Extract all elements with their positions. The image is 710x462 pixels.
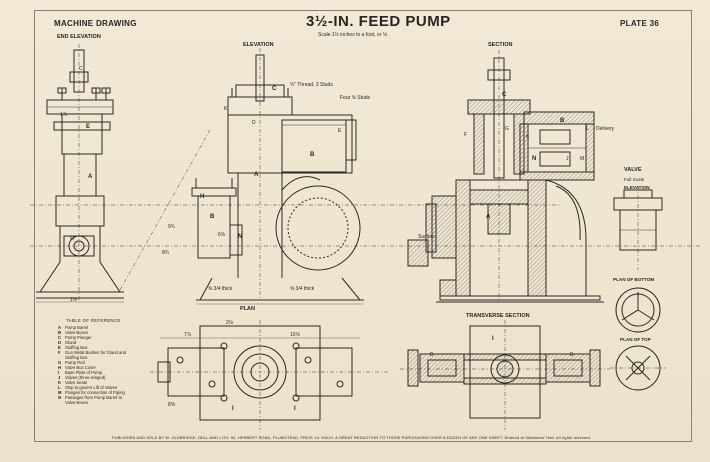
svg-text:F: F [464,132,467,138]
svg-text:B: B [560,118,565,124]
svg-text:8¾: 8¾ [162,250,170,256]
svg-text:B: B [570,352,574,358]
end-elevation-view: E A 1⅞ M 1⅛ C [30,44,700,303]
transverse-section-view: I B B [400,320,610,430]
svg-text:D: D [252,120,256,126]
svg-text:K: K [526,134,530,140]
svg-text:10⅞: 10⅞ [290,332,301,338]
svg-text:B: B [310,152,315,158]
plan-of-top-title: PLAN OF TOP [620,337,651,342]
svg-text:8⅝: 8⅝ [168,402,176,408]
svg-text:I: I [232,406,234,412]
svg-text:9¾: 9¾ [168,224,176,230]
svg-text:Suction: Suction [418,234,435,240]
valve-elevation-title: ELEVATION [624,185,650,190]
svg-text:I: I [294,406,296,412]
svg-text:C: C [272,86,277,92]
svg-text:⅝ 3/4 thick: ⅝ 3/4 thick [290,286,315,292]
plan-of-bottom-title: PLAN OF BOTTOM [613,277,655,282]
svg-text:B: B [210,214,215,220]
svg-text:Delivery: Delivery [596,126,615,132]
svg-text:Four ⅝ Studs: Four ⅝ Studs [340,95,371,101]
legend-item: Stuffing Box [65,355,88,360]
svg-text:1⅞: 1⅞ [60,112,68,118]
svg-text:⅜ 3/4 thick: ⅜ 3/4 thick [208,286,233,292]
svg-text:¾" Thread, 3 Studs: ¾" Thread, 3 Studs [290,82,333,88]
valve-detail [610,186,666,391]
svg-text:7⅞: 7⅞ [184,332,192,338]
elevation-view: C A B B H N D K E ¾" Thread, 3 Studs Fou… [162,48,371,305]
svg-text:N: N [238,234,242,240]
svg-text:A: A [88,174,93,180]
plate-number: PLATE 36 [620,19,660,28]
section-view: C A B N K J L F G M Suction Delivery [407,50,615,303]
drawing-border [34,10,692,442]
svg-text:2⅛: 2⅛ [226,320,234,326]
plan-title: PLAN [240,306,255,312]
svg-text:B: B [430,352,434,358]
scale-note: Scale 1½ inches to a foot, or ⅛ [318,32,387,38]
svg-text:A: A [486,214,491,220]
svg-text:1⅛: 1⅛ [70,297,78,303]
svg-text:I: I [492,336,494,342]
elevation-title: ELEVATION [243,42,274,48]
svg-text:6⅝: 6⅝ [218,232,226,238]
valve-title: VALVE [624,167,642,173]
svg-text:J: J [566,156,569,162]
svg-text:M: M [580,156,584,162]
svg-text:N: N [532,156,536,162]
svg-text:E: E [86,124,90,130]
end-elevation-title: END ELEVATION [57,34,101,40]
svg-text:C: C [79,66,83,72]
svg-text:L: L [586,126,589,132]
reference-table-title: TABLE OF REFERENCE [66,318,121,323]
svg-text:M: M [70,236,74,242]
svg-text:H: H [200,194,204,200]
valve-scale: Full Scale [624,177,645,182]
series-title: MACHINE DRAWING [54,19,137,28]
svg-text:A: A [254,172,259,178]
svg-text:C: C [502,92,507,98]
svg-text:E: E [338,128,342,134]
svg-text:G: G [505,126,509,132]
plan-view: 7⅞ 10⅞ 2⅛ 8⅝ I I [150,320,390,430]
legend-item: Valve Boxes [65,400,88,405]
publisher-footer: PUBLISHED AND SOLD BY W. OLDBRIDGE, DELL… [112,435,592,440]
svg-text:K: K [224,106,228,112]
transverse-section-title: TRANSVERSE SECTION [466,313,530,319]
main-title: 3½-IN. FEED PUMP [306,13,451,30]
section-title: SECTION [488,42,513,48]
